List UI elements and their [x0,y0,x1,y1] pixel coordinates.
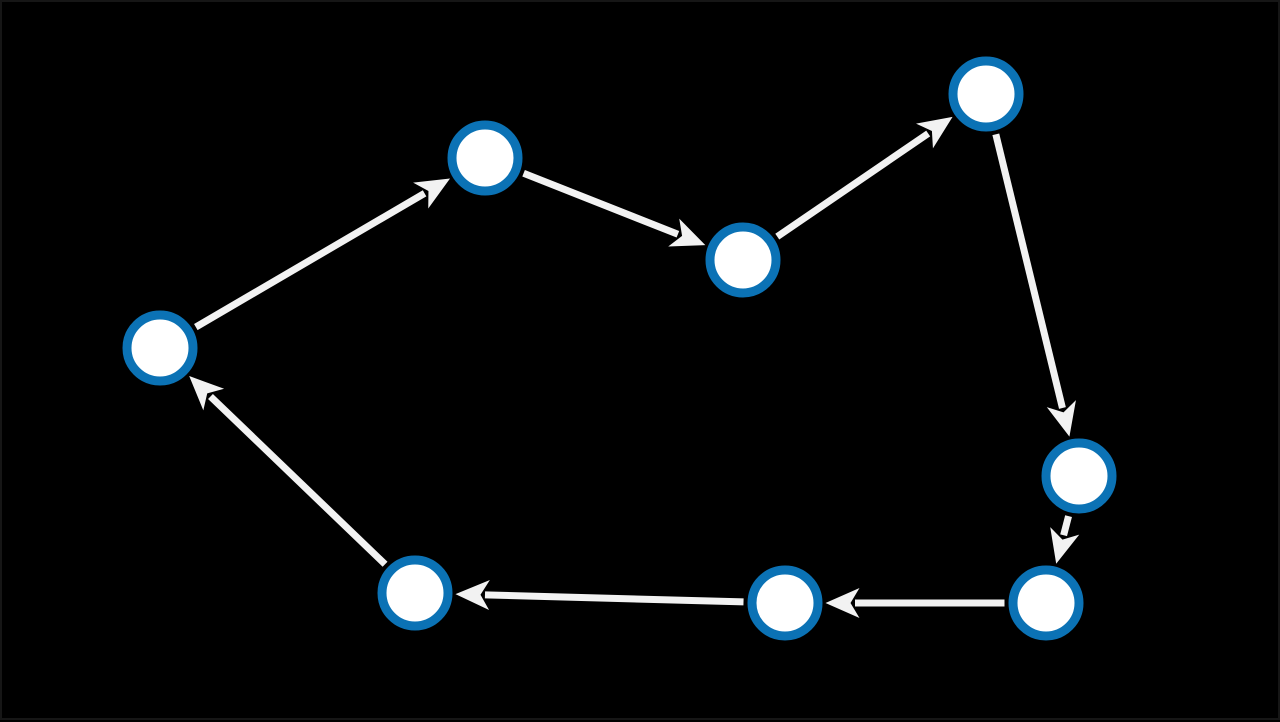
arrowhead-icon [1046,400,1076,437]
arrowhead-icon [825,588,860,618]
graph-node[interactable] [948,56,1024,132]
arrowhead-icon [189,376,225,411]
arrowhead-icon [413,178,451,209]
graph-node[interactable] [447,120,523,196]
arrowhead-icon [668,218,706,247]
graph-node[interactable] [705,222,781,298]
graph-node[interactable] [1008,565,1084,641]
graph-edge [522,170,680,238]
graph-edge [775,130,931,240]
graph-edge [1060,515,1072,537]
graph-node[interactable] [1041,438,1117,514]
arrowhead-icon [455,580,490,611]
graph-edge [484,591,744,606]
graph-node[interactable] [747,565,823,641]
edges-layer [189,116,1080,618]
arrowhead-icon [1050,527,1080,564]
graph-edge [992,133,1066,409]
graph-edge [194,190,427,331]
nodes-layer [122,56,1117,641]
graph-node[interactable] [377,555,453,631]
graph-edge [208,393,388,567]
arrowhead-icon [916,116,953,149]
graph-node[interactable] [122,310,198,386]
